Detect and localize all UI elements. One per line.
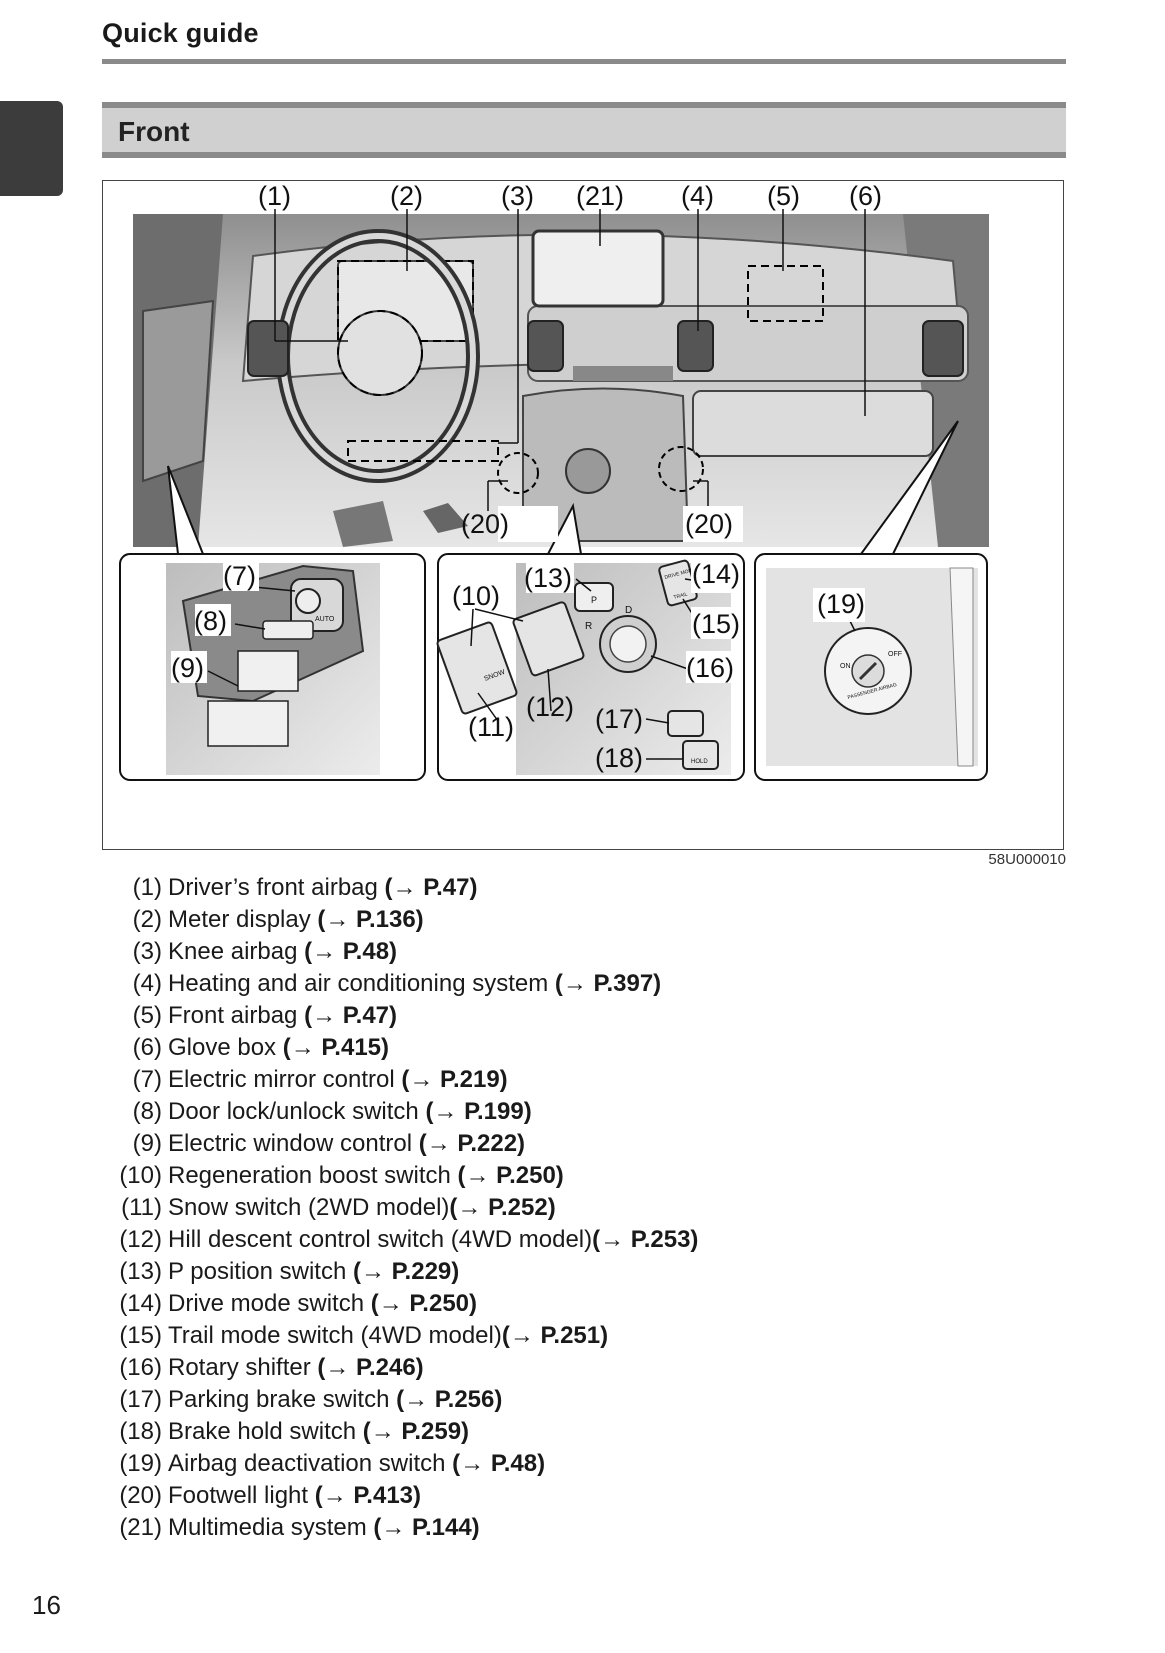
legend-item: (17)Parking brake switch (→ P.256) [119,1386,503,1413]
page-reference-link[interactable]: (→ P.219) [401,1066,508,1093]
callout-10: (10) [452,581,500,611]
page-reference-link[interactable]: (→ P.413) [314,1482,422,1509]
callout-3: (3) [501,181,534,211]
legend-item: (7)Electric mirror control (→ P.219) [132,1066,508,1093]
page-number: 16 [32,1590,61,1620]
inset-door-switches: AUTO [119,553,426,781]
legend-item: (1)Driver’s front airbag (→ P.47) [132,874,478,901]
hold-text: HOLD [691,759,708,765]
dashboard-illustration: AUTO SNOW P R D DRIVE MODE TRAIL [119,181,989,781]
callout-8: (8) [194,606,227,636]
on-text: ON [840,663,851,670]
legend-item: (14)Drive mode switch (→ P.250) [119,1290,478,1317]
page-reference-link[interactable]: (→ P.253) [592,1226,699,1253]
gear-p-text: P [591,595,597,605]
callout-20-right: (20) [685,509,733,539]
callout-17: (17) [595,704,643,734]
page-reference-link[interactable]: (→ P.250) [370,1290,478,1317]
page-reference-link[interactable]: (→ P.47) [384,874,478,901]
page-reference-link[interactable]: (→ P.250) [457,1162,564,1189]
legend-item: (5)Front airbag (→ P.47) [132,1002,398,1029]
trail-text: TRAIL [673,591,688,601]
callout-14: (14) [692,559,740,589]
legend-item: (15)Trail mode switch (4WD model)(→ P.25… [119,1322,609,1349]
page-reference-link[interactable]: (→ P.256) [396,1386,503,1413]
page-reference-link[interactable]: (→ P.251) [501,1322,609,1349]
page-reference-link[interactable]: (→ P.259) [362,1418,470,1445]
page-reference-link[interactable]: (→ P.47) [304,1002,398,1029]
page-reference-link[interactable]: (→ P.144) [373,1514,480,1541]
callout-11: (11) [468,712,514,742]
legend-item: (3)Knee airbag (→ P.48) [132,938,398,965]
page-reference-link[interactable]: (→ P.199) [425,1098,532,1125]
callout-labels: (1) (2) (3) (21) (4) (5) (6) (20) (20) (… [171,181,882,773]
page-reference-link[interactable]: (→ P.415) [282,1034,390,1061]
legend-item: (16)Rotary shifter (→ P.246) [119,1354,424,1381]
page-reference-link[interactable]: (→ P.229) [352,1258,460,1285]
page-reference-link[interactable]: (→ P.48) [304,938,398,965]
callout-4: (4) [681,181,714,211]
callout-2: (2) [390,181,423,211]
callout-19: (19) [817,589,865,619]
legend-item: (20)Footwell light (→ P.413) [119,1482,422,1509]
callout-9: (9) [171,653,204,683]
callout-5: (5) [767,181,800,211]
page-reference-link[interactable]: (→ P.246) [317,1354,424,1381]
callout-13: (13) [524,563,572,593]
dashboard-figure: AUTO SNOW P R D DRIVE MODE TRAIL [102,180,1064,850]
legend-item: (13)P position switch (→ P.229) [119,1258,460,1285]
page-reference-link[interactable]: (→ P.48) [452,1450,546,1477]
legend-item: (9)Electric window control (→ P.222) [132,1130,526,1157]
legend-item: (8)Door lock/unlock switch (→ P.199) [132,1098,532,1125]
callout-21: (21) [576,181,624,211]
legend-item: (19)Airbag deactivation switch (→ P.48) [119,1450,546,1477]
gear-r-text: R [585,621,592,632]
callout-15: (15) [692,609,740,639]
inset-airbag-switch: ON OFF PASSENGER AIRBAG [754,553,988,781]
page-reference-link[interactable]: (→ P.222) [418,1130,526,1157]
callout-16: (16) [686,653,734,683]
page-header-title: Quick guide [102,18,259,48]
legend-item: (4)Heating and air conditioning system (… [132,970,662,997]
callout-18: (18) [595,743,643,773]
legend-item: (10)Regeneration boost switch (→ P.250) [119,1162,564,1189]
legend-item: (2)Meter display (→ P.136) [132,906,424,933]
figure-code: 58U000010 [988,851,1066,868]
gear-d-text: D [625,605,632,616]
legend-item: (11)Snow switch (2WD model)(→ P.252) [121,1194,556,1221]
legend-item: (6)Glove box (→ P.415) [132,1034,390,1061]
main-leader-lines [274,209,866,511]
legend-item: (18)Brake hold switch (→ P.259) [119,1418,470,1445]
header-rule [102,59,1066,64]
callout-20-left: (20) [461,509,509,539]
main-cabin-view [133,214,989,547]
inset-console-switches: SNOW P R D DRIVE MODE TRAIL HOLD [436,553,745,781]
callout-6: (6) [849,181,882,211]
page-reference-link[interactable]: (→ P.252) [449,1194,556,1221]
legend-list: (1)Driver’s front airbag (→ P.47) (2)Met… [110,872,698,1544]
off-text: OFF [888,651,902,658]
section-heading-bar: Front [102,102,1066,158]
legend-item: (12)Hill descent control switch (4WD mod… [119,1226,699,1253]
legend-item: (21)Multimedia system (→ P.144) [119,1514,480,1541]
auto-text: AUTO [315,616,335,623]
callout-7: (7) [223,561,256,591]
page-reference-link[interactable]: (→ P.397) [554,970,662,997]
callout-12: (12) [526,692,574,722]
chapter-side-tab [0,101,63,196]
callout-1: (1) [258,181,291,211]
section-title: Front [118,116,190,147]
page-reference-link[interactable]: (→ P.136) [317,906,424,933]
